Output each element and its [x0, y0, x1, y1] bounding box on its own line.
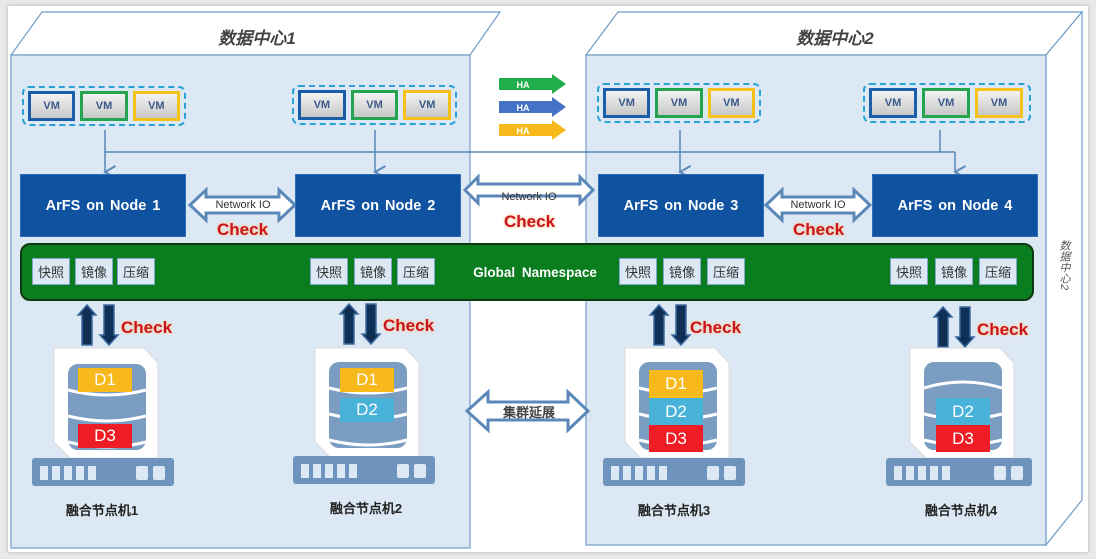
vm-green[interactable]: VM [80, 91, 128, 121]
svg-text:HA: HA [517, 103, 530, 113]
data-block-d1: D1 [649, 370, 703, 398]
arfs-node-2[interactable]: ArFS on Node 2 [295, 174, 461, 237]
storage-machine-4[interactable]: D2 D3 [886, 346, 1036, 486]
io-arrows-3 [648, 303, 692, 347]
ha-arrow-blue: HA [499, 97, 566, 117]
data-center-1-title: 数据中心1 [218, 29, 296, 48]
ha-arrow-yellow: HA [499, 120, 566, 140]
vm-group-2: VM VM VM [292, 85, 457, 125]
vm-blue[interactable]: VM [603, 88, 651, 118]
data-block-d2: D2 [340, 398, 394, 422]
vm-group-4: VM VM VM [863, 83, 1031, 123]
machine-label-2: 融合节点机2 [329, 501, 403, 516]
global-namespace-label: Global Namespace [473, 265, 597, 280]
io-check-2: Check [383, 316, 435, 335]
io-arrows-2 [338, 302, 382, 346]
network-io-label-1: Network IO [215, 199, 271, 211]
ha-arrow-green: HA [499, 74, 566, 94]
storage-machine-2[interactable]: D1 D2 [293, 346, 443, 486]
vm-group-3: VM VM VM [597, 83, 761, 123]
storage-machine-3[interactable]: D1 D2 D3 [603, 346, 753, 486]
io-arrows-4 [932, 305, 976, 349]
machine-label-4: 融合节点机4 [924, 503, 998, 518]
network-check-2: Check [504, 212, 556, 231]
feature-snapshot[interactable]: 快照 [310, 258, 348, 285]
arfs-node-4[interactable]: ArFS on Node 4 [872, 174, 1038, 237]
svg-text:HA: HA [517, 126, 530, 136]
io-check-4: Check [977, 320, 1029, 339]
vm-blue[interactable]: VM [28, 91, 76, 121]
feature-compress[interactable]: 压缩 [397, 258, 435, 285]
vm-blue[interactable]: VM [869, 88, 917, 118]
feature-mirror[interactable]: 镜像 [935, 258, 973, 285]
feature-compress[interactable]: 压缩 [707, 258, 745, 285]
data-block-d3: D3 [649, 425, 703, 452]
network-io-arrow-2-3 [462, 173, 596, 207]
vm-green[interactable]: VM [655, 88, 703, 118]
cluster-extension-label: 集群延展 [502, 405, 555, 420]
arfs-node-3[interactable]: ArFS on Node 3 [598, 174, 764, 237]
vm-green[interactable]: VM [922, 88, 970, 118]
vm-yellow[interactable]: VM [132, 91, 180, 121]
data-center-2-side-label: 数据中心2 [1058, 240, 1070, 291]
data-block-d2: D2 [936, 398, 990, 425]
vm-blue[interactable]: VM [298, 90, 346, 120]
data-block-d1: D1 [340, 368, 394, 392]
io-check-1: Check [121, 318, 173, 337]
svg-text:HA: HA [517, 80, 530, 90]
data-center-2-title: 数据中心2 [796, 29, 874, 48]
data-block-d2: D2 [649, 398, 703, 425]
network-io-arrow-3-4 [763, 186, 873, 224]
vm-yellow[interactable]: VM [975, 88, 1023, 118]
vm-yellow[interactable]: VM [403, 90, 452, 120]
disk-server-icon [32, 347, 174, 486]
network-check-3: Check [793, 220, 845, 239]
network-io-label-2: Network IO [501, 191, 557, 203]
network-check-1: Check [217, 220, 269, 239]
data-block-d3: D3 [78, 424, 132, 448]
data-block-d1: D1 [78, 368, 132, 392]
io-check-3: Check [690, 318, 742, 337]
feature-mirror[interactable]: 镜像 [354, 258, 392, 285]
feature-compress[interactable]: 压缩 [979, 258, 1017, 285]
feature-snapshot[interactable]: 快照 [890, 258, 928, 285]
feature-compress[interactable]: 压缩 [117, 258, 155, 285]
machine-label-3: 融合节点机3 [637, 503, 711, 518]
vm-connectors [105, 130, 955, 172]
network-io-label-3: Network IO [790, 199, 846, 211]
vm-yellow[interactable]: VM [707, 88, 755, 118]
vm-group-1: VM VM VM [22, 86, 186, 126]
feature-snapshot[interactable]: 快照 [619, 258, 657, 285]
feature-mirror[interactable]: 镜像 [75, 258, 113, 285]
feature-snapshot[interactable]: 快照 [32, 258, 70, 285]
storage-machine-1[interactable]: D1 D3 [32, 346, 182, 486]
data-block-d3: D3 [936, 425, 990, 452]
cluster-extension-arrow [464, 388, 591, 434]
global-namespace-bar [20, 243, 1034, 301]
arfs-node-1[interactable]: ArFS on Node 1 [20, 174, 186, 237]
vm-green[interactable]: VM [350, 90, 399, 120]
io-arrows-1 [76, 303, 120, 347]
machine-label-1: 融合节点机1 [65, 503, 139, 518]
feature-mirror[interactable]: 镜像 [663, 258, 701, 285]
